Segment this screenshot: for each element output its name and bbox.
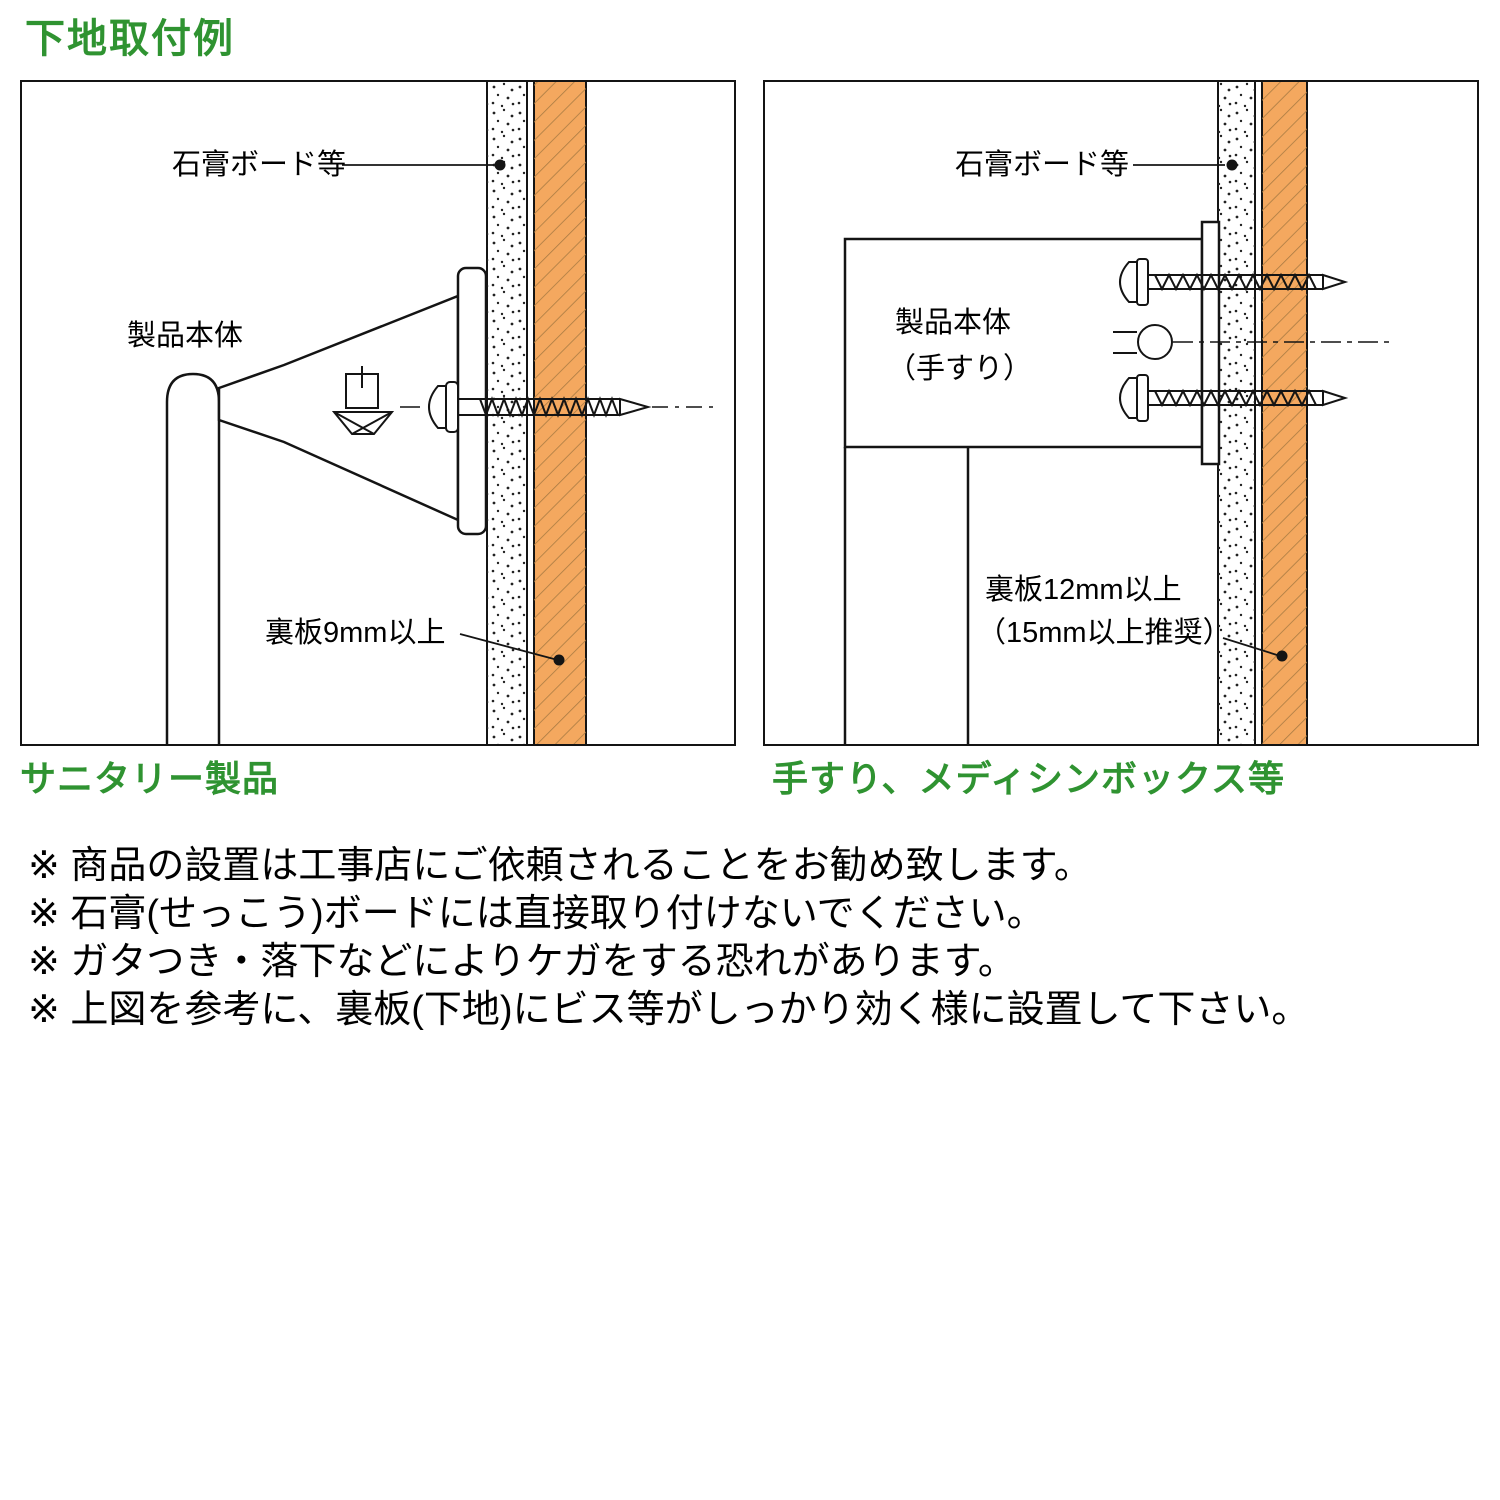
note-line-1: ※ 商品の設置は工事店にご依頼されることをお勧め致します。: [28, 845, 1092, 887]
left-product-body: [165, 266, 488, 744]
screw-tip: [1322, 273, 1349, 291]
product-bar: [165, 372, 221, 744]
backing-board-hatch: [1262, 82, 1307, 744]
note-line-2: ※ 石膏(せっこう)ボードには直接取り付けないでください。: [28, 893, 1045, 935]
page-title: 下地取付例: [25, 17, 235, 61]
right-diagram-panel: 石膏ボード等 製品本体 （手すり） 裏板12mm以上 （15mm以上推奨）: [763, 80, 1479, 746]
left-lag-screw: [400, 381, 716, 433]
set-screw: [331, 366, 395, 435]
label-product-body-1: 製品本体: [895, 306, 1011, 339]
label-product-body: 製品本体: [127, 319, 243, 352]
screw-washer: [445, 381, 459, 433]
right-product-body: [843, 220, 1221, 744]
left-diagram-svg: 石膏ボード等 製品本体 裏板9mm以上: [127, 82, 716, 744]
right-diagram-svg: 石膏ボード等 製品本体 （手すり） 裏板12mm以上 （15mm以上推奨）: [843, 82, 1393, 744]
right-wall-layers: [1217, 82, 1308, 744]
label-gypsum-board: 石膏ボード等: [172, 148, 346, 181]
pipe-section: [1113, 324, 1393, 360]
screw-head: [428, 385, 447, 429]
notes-block: ※ 商品の設置は工事店にご依頼されることをお勧め致します。 ※ 石膏(せっこう)…: [28, 842, 1488, 1034]
note-line-4: ※ 上図を参考に、裏板(下地)にビス等がしっかり効く様に設置して下さい。: [28, 989, 1310, 1031]
pipe-circle: [1137, 324, 1173, 360]
left-panel-caption: サニタリー製品: [20, 758, 280, 799]
screw-threads: [479, 396, 619, 418]
leader-dot-gypsum: [1226, 159, 1238, 171]
screw-tip: [619, 397, 652, 417]
leader-dot-backing: [553, 654, 565, 666]
left-wall-layers: [486, 82, 587, 744]
label-product-body-2: （手すり）: [887, 352, 1032, 385]
left-diagram-panel: 石膏ボード等 製品本体 裏板9mm以上: [20, 80, 736, 746]
right-leaders: [1133, 159, 1288, 662]
backing-board-hatch: [534, 82, 586, 744]
mount-plate: [1200, 220, 1221, 466]
screw-threads: [1154, 272, 1317, 292]
note-line-3: ※ ガタつき・落下などによりケガをする恐れがあります。: [28, 941, 1016, 983]
label-backing-board: 裏板9mm以上: [265, 616, 445, 649]
product-bracket: [217, 294, 460, 522]
upper-lag-screw: [1119, 258, 1349, 306]
label-backing-board-2: （15mm以上推奨）: [977, 616, 1232, 649]
screw-head: [1119, 261, 1138, 303]
gypsum-board-stipple: [1218, 82, 1255, 744]
label-backing-board-1: 裏板12mm以上: [985, 573, 1182, 606]
screw-washer: [1136, 258, 1149, 306]
label-gypsum-board: 石膏ボード等: [955, 148, 1129, 181]
leader-dot-backing: [1276, 650, 1288, 662]
leader-dot-gypsum: [494, 159, 506, 171]
right-panel-caption: 手すり、メディシンボックス等: [772, 758, 1285, 799]
left-leaders: [342, 159, 565, 666]
